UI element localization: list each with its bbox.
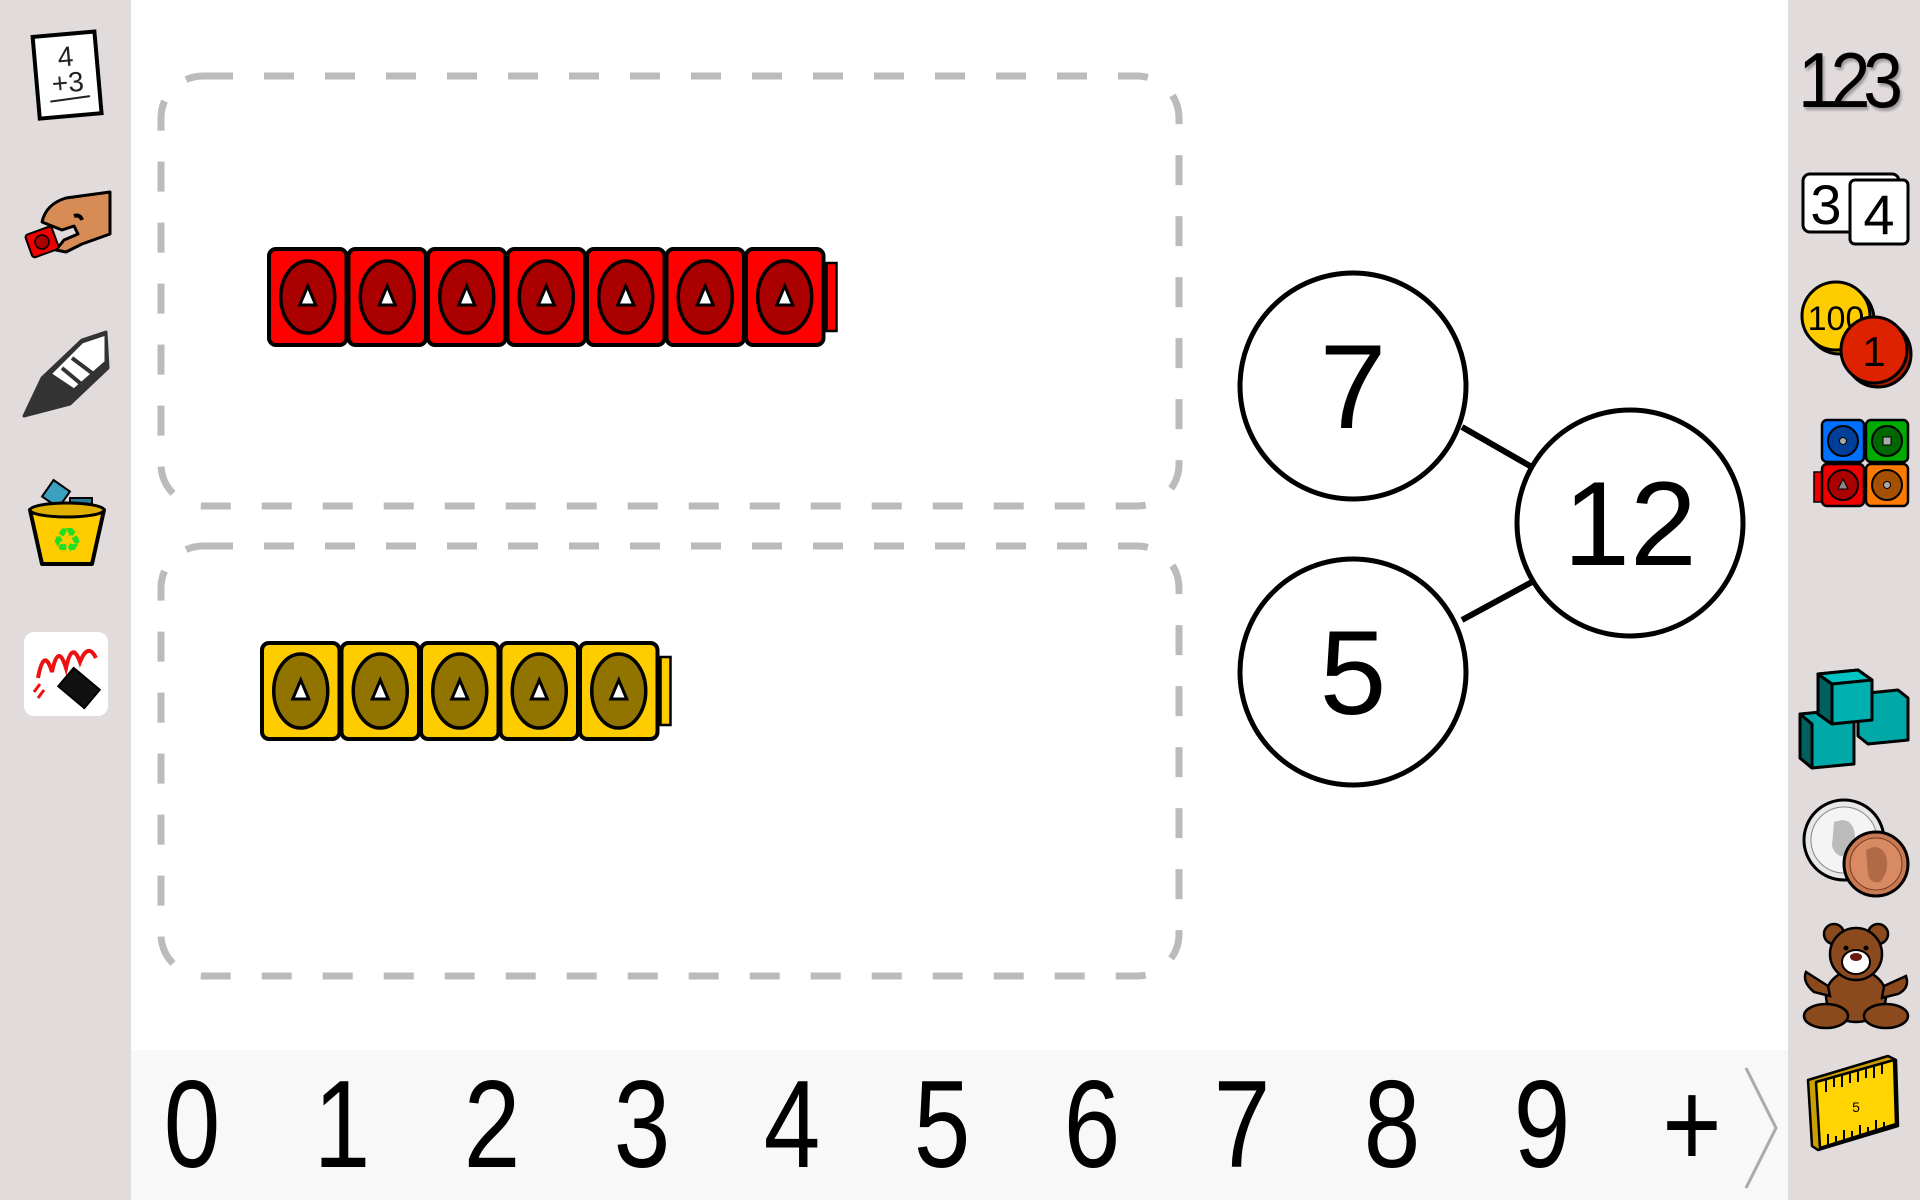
numbers-icon: 123 <box>1798 36 1903 124</box>
number-bar: 0 1 2 3 4 5 6 7 8 9 + <box>131 1050 1788 1200</box>
red-cube-train[interactable] <box>266 246 976 350</box>
linking-cube[interactable] <box>346 247 428 347</box>
coins-tool[interactable] <box>1800 796 1912 900</box>
linking-cube[interactable] <box>267 247 349 347</box>
linking-cube[interactable] <box>339 641 421 741</box>
linking-cube[interactable] <box>585 247 667 347</box>
pencil-tool[interactable] <box>22 328 112 420</box>
number-key-1[interactable]: 1 <box>313 1056 371 1194</box>
bond-whole-value: 12 <box>1563 457 1696 591</box>
bond-whole[interactable]: 12 <box>1514 407 1746 639</box>
recycle-bin-tool[interactable]: ♻ <box>26 478 108 570</box>
triangle-mark <box>376 282 398 307</box>
triangle-mark <box>449 676 471 701</box>
flashcard-top: 4 <box>56 41 74 73</box>
recycle-bin-icon: ♻ <box>28 478 106 566</box>
number-cards-icon: 3 4 <box>1801 172 1910 246</box>
numbers-tool[interactable]: 123 <box>1798 40 1913 120</box>
triangle-mark <box>615 282 637 307</box>
linking-cube[interactable] <box>260 641 342 741</box>
number-key-3[interactable]: 3 <box>613 1056 671 1194</box>
linking-cube[interactable] <box>664 247 746 347</box>
triangle-mark <box>774 282 796 307</box>
linking-cube[interactable] <box>505 247 587 347</box>
triangle-mark <box>694 282 716 307</box>
bond-part-a[interactable]: 7 <box>1237 270 1469 502</box>
pencil-icon <box>22 330 110 418</box>
coins-icon <box>1802 798 1910 898</box>
eraser-icon <box>24 632 108 716</box>
triangle-mark <box>535 282 557 307</box>
ruler-icon: 5 <box>1806 1054 1900 1152</box>
number-key-8[interactable]: 8 <box>1363 1056 1421 1194</box>
number-key-9[interactable]: 9 <box>1513 1056 1571 1194</box>
chevron-right-icon <box>1744 1067 1778 1189</box>
svg-text:4: 4 <box>1863 183 1894 246</box>
ruler-tool[interactable]: 5 <box>1806 1054 1902 1154</box>
right-toolbar: 123 3 4 100 1 <box>1788 0 1920 1200</box>
part-box-bottom[interactable] <box>155 540 1185 986</box>
plus-key[interactable]: + <box>1662 1056 1722 1194</box>
counters-tool[interactable]: 100 1 <box>1800 278 1913 389</box>
cube-connector-tab <box>659 655 672 727</box>
number-key-5[interactable]: 5 <box>913 1056 971 1194</box>
number-key-6[interactable]: 6 <box>1063 1056 1121 1194</box>
svg-text:♻: ♻ <box>52 521 82 561</box>
grab-tool[interactable] <box>22 186 114 262</box>
clear-tool[interactable] <box>24 632 108 716</box>
number-key-2[interactable]: 2 <box>463 1056 521 1194</box>
triangle-mark <box>369 676 391 701</box>
triangle-mark <box>456 282 478 307</box>
bears-tool[interactable] <box>1800 922 1912 1030</box>
triangle-mark <box>297 282 319 307</box>
linking-cube[interactable] <box>744 247 826 347</box>
svg-text:1: 1 <box>1862 328 1885 375</box>
flashcard-tool[interactable]: 4 +3 <box>28 28 108 121</box>
flashcard-bottom: +3 <box>50 66 85 100</box>
number-key-4[interactable]: 4 <box>763 1056 821 1194</box>
hand-grab-icon <box>24 190 112 259</box>
counters-icon: 100 1 <box>1800 280 1913 389</box>
linking-cubes-icon <box>1813 418 1910 508</box>
base-blocks-icon <box>1798 668 1910 770</box>
linking-cube[interactable] <box>419 641 501 741</box>
teddy-bear-icon <box>1802 922 1910 1030</box>
bond-part-b[interactable]: 5 <box>1237 556 1469 788</box>
cube-connector-tab <box>825 261 838 333</box>
triangle-mark <box>608 676 630 701</box>
svg-text:5: 5 <box>1852 1099 1860 1115</box>
bond-part-b-value: 5 <box>1320 606 1387 740</box>
linking-cube[interactable] <box>578 641 660 741</box>
bond-part-a-value: 7 <box>1320 320 1387 454</box>
linking-cubes-tool[interactable] <box>1802 416 1910 510</box>
yellow-cube-train[interactable] <box>259 640 769 744</box>
flashcard-icon: 4 +3 <box>30 29 104 121</box>
triangle-mark <box>528 676 550 701</box>
left-toolbar: 4 +3 ♻ <box>0 0 131 1200</box>
number-key-0[interactable]: 0 <box>163 1056 221 1194</box>
linking-cube[interactable] <box>426 247 508 347</box>
workspace <box>131 0 1788 1050</box>
svg-text:3: 3 <box>1810 173 1841 236</box>
next-page-button[interactable] <box>1742 1066 1782 1190</box>
linking-cube[interactable] <box>498 641 580 741</box>
triangle-mark <box>290 676 312 701</box>
part-box-top[interactable] <box>155 70 1185 516</box>
number-cards-tool[interactable]: 3 4 <box>1800 168 1912 248</box>
number-key-7[interactable]: 7 <box>1213 1056 1271 1194</box>
blocks-tool[interactable] <box>1798 664 1910 774</box>
